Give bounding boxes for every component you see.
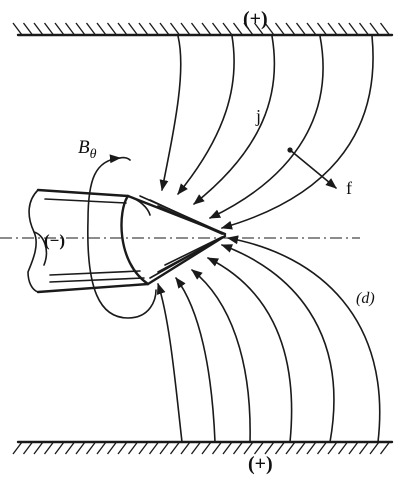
bottom-electrode-label: (+) [248,453,273,475]
hatch-mark [211,441,223,455]
hatch-mark [22,441,34,455]
hatch-mark [274,441,286,455]
hatch-mark [285,441,296,455]
hatch-mark [33,22,44,36]
hatch-mark [327,22,338,36]
hatch-mark [43,22,55,36]
hatch-mark [117,441,128,455]
top-electrode-plate [12,22,394,37]
hatch-mark [358,441,370,455]
hatch-mark [232,22,244,36]
hatch-mark [337,441,349,455]
hatch-mark [159,441,170,455]
cathode-label: (−) [44,231,65,250]
hatch-mark [295,22,307,36]
bottom-electrode-plate [12,440,394,455]
hatch-mark [138,22,149,36]
magnetic-field-label: Bθ [78,137,97,162]
magnetic-field-loop [87,154,157,319]
hatch-mark [232,441,244,455]
hatch-mark [22,22,34,36]
hatch-mark [316,441,328,455]
hatch-mark [369,22,380,36]
hatch-mark [127,22,139,36]
current-lines-upper [159,35,374,230]
hatch-mark [243,441,254,455]
hatch-mark [169,22,181,36]
hatch-mark [12,441,23,455]
hatch-mark [348,441,359,455]
hatch-mark [96,22,107,36]
hatch-mark [127,441,139,455]
hatch-mark [159,22,170,36]
hatch-mark [222,441,233,455]
hatch-mark [348,22,359,36]
hatch-mark [12,22,23,36]
hatch-mark [295,441,307,455]
hatch-mark [264,22,275,36]
hatch-mark [316,22,328,36]
hatch-mark [379,22,391,36]
hatch-mark [180,441,191,455]
hatch-mark [169,441,181,455]
current-density-label: j [255,106,261,126]
hatch-mark [211,22,223,36]
hatch-mark [253,22,265,36]
hatch-mark [222,22,233,36]
hatch-mark [117,22,128,36]
hatch-mark [190,441,202,455]
hatch-mark [54,441,65,455]
hatch-mark [306,441,317,455]
hatch-mark [180,22,191,36]
hatch-mark [379,441,391,455]
hatch-mark [75,22,86,36]
hatch-mark [85,441,97,455]
current-lines-lower [156,235,381,443]
hatch-mark [148,441,160,455]
hatch-mark [85,22,97,36]
hatch-mark [285,22,296,36]
hatch-mark [64,22,76,36]
hatch-mark [106,441,118,455]
hatch-mark [253,441,265,455]
hatch-mark [43,441,55,455]
hatch-mark [243,22,254,36]
force-vector [287,147,337,189]
hatch-mark [306,22,317,36]
hatch-mark [201,22,212,36]
hatch-mark [190,22,202,36]
hatch-mark [75,441,86,455]
hatch-mark [369,441,380,455]
hatch-mark [274,22,286,36]
hatch-mark [264,441,275,455]
hatch-mark [148,22,160,36]
hatch-mark [201,441,212,455]
hatch-mark [106,22,118,36]
hatch-mark [327,441,338,455]
hatch-mark [64,441,76,455]
top-electrode-label: (+) [243,8,268,30]
hatch-mark [33,441,44,455]
hatch-mark [96,441,107,455]
hatch-mark [358,22,370,36]
hatch-mark [54,22,65,36]
hatch-mark [138,441,149,455]
hatch-mark [337,22,349,36]
force-label: f [346,178,352,198]
panel-label: (d) [356,290,375,307]
cathode-electrode [27,188,227,294]
